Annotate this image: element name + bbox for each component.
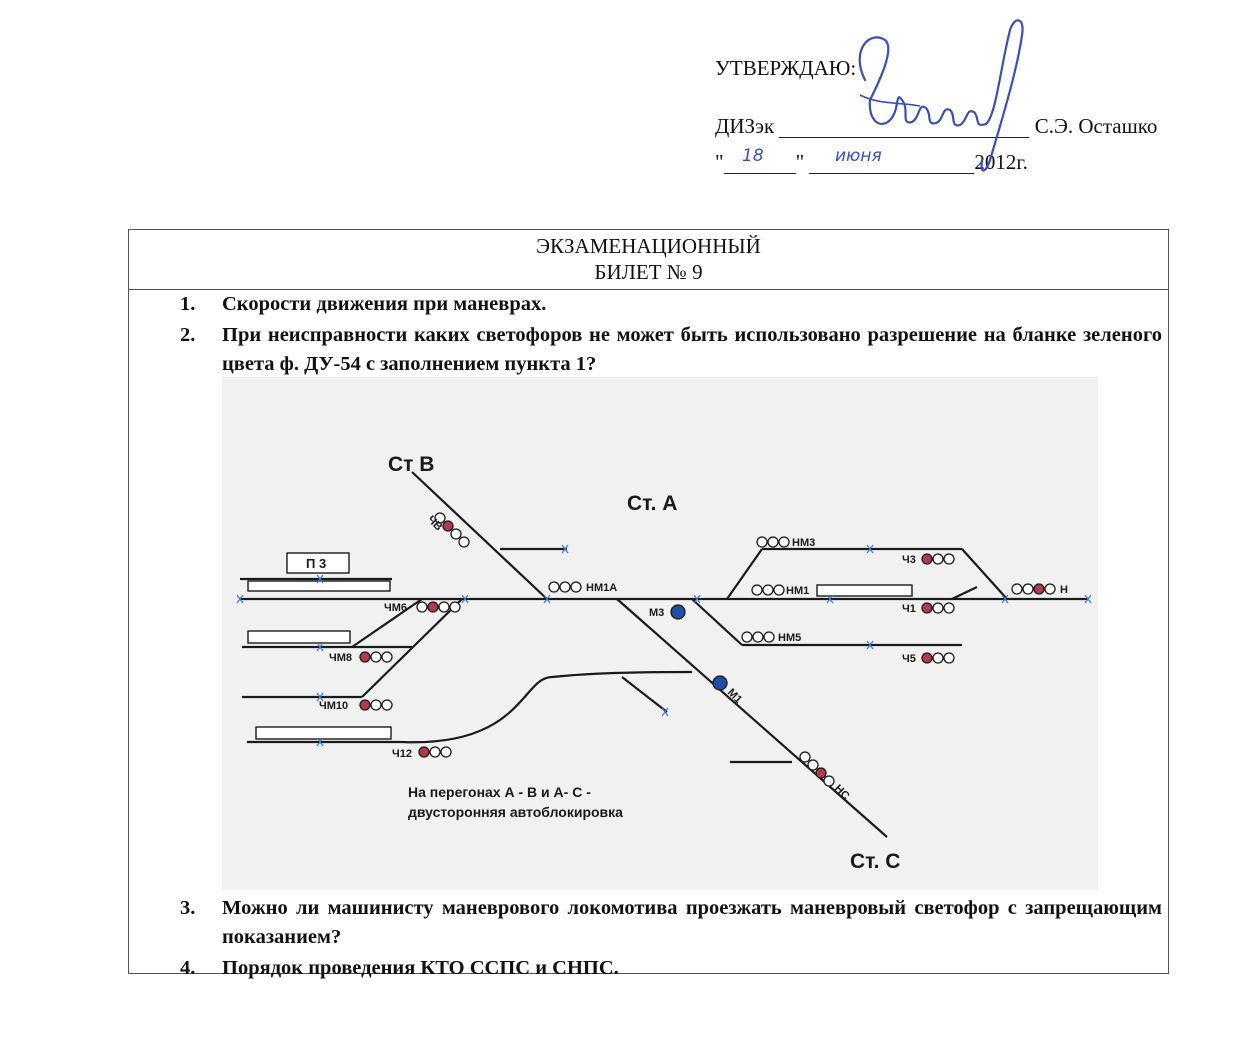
label-n: Н (1060, 584, 1068, 596)
signal-chm6 (416, 601, 461, 613)
switch-line-left-2 (351, 598, 423, 648)
label-station-b: Ст В (388, 453, 434, 476)
signal-nm1a (548, 581, 582, 593)
date-month-line (809, 152, 975, 174)
switch-line-right-1 (726, 548, 763, 600)
label-m1: М1 (725, 687, 744, 706)
track-diagram-svg: Ст В Ст. А Ст. С На перегонах А - В и А-… (236, 453, 1092, 873)
label-nc: НС (832, 783, 852, 803)
signal-ch12 (418, 746, 452, 758)
exam-ticket: ЭКЗАМЕНАЦИОННЫЙ БИЛЕТ № 9 (128, 229, 1169, 974)
signal-nm3 (756, 536, 790, 548)
platform-4 (816, 584, 913, 597)
tracks (240, 471, 1088, 838)
switch-line-right-2 (961, 548, 1008, 600)
signal-ch5 (921, 652, 955, 664)
date-quote-close: " (795, 150, 805, 174)
signal-ch1 (921, 602, 955, 614)
insulating-joints (236, 544, 1092, 747)
label-chm10: ЧМ10 (319, 700, 348, 712)
label-m3: М3 (649, 607, 664, 619)
signal-chm8 (359, 651, 393, 663)
dead-end-track-2 (621, 676, 668, 713)
station-track-diagram: Ст В Ст. А Ст. С На перегонах А - В и А-… (222, 377, 1098, 890)
signature-image (858, 19, 1024, 172)
platforms (247, 552, 913, 740)
signal-m1 (712, 675, 728, 691)
label-chm8: ЧМ8 (329, 652, 352, 664)
label-nm1a: НМ1А (586, 582, 617, 594)
signal-nc (799, 751, 835, 787)
date-quote-open: " (715, 150, 724, 174)
date-month-handwritten: июня (835, 146, 882, 166)
question-number: 2. (180, 324, 196, 346)
question-number: 4. (180, 957, 196, 979)
signal-chm10 (359, 699, 393, 711)
signal-nm1 (751, 584, 785, 596)
label-chm6: ЧМ6 (384, 602, 407, 614)
ticket-header: ЭКЗАМЕНАЦИОННЫЙ БИЛЕТ № 9 (129, 230, 1168, 290)
question-text: Можно ли машинисту маневрового локомотив… (222, 897, 1162, 948)
question-number: 3. (180, 897, 196, 919)
signal-ch3 (921, 553, 955, 565)
position-line: ДИЗэк С.Э. Осташко (715, 116, 1157, 138)
question-text: Скорости движения при маневрах. (222, 293, 547, 315)
position-label: ДИЗэк (715, 114, 775, 138)
ticket-title-line1: ЭКЗАМЕНАЦИОННЫЙ (536, 234, 761, 258)
date-day-line (723, 152, 796, 174)
switch-line-right-3 (691, 598, 743, 646)
p3-box (286, 552, 350, 574)
label-nm1: НМ1 (786, 585, 809, 597)
label-nm3: НМ3 (792, 537, 815, 549)
signals (359, 512, 1056, 787)
label-ch5: Ч5 (902, 653, 916, 665)
label-p3: П 3 (306, 556, 326, 571)
signal-chv (434, 512, 470, 548)
diagram-labels: Ст В Ст. А Ст. С На перегонах А - В и А-… (306, 453, 1068, 873)
platform-1 (247, 580, 391, 592)
date-day-handwritten: 18 (742, 146, 764, 166)
question-text: При неисправности каких светофоров не мо… (222, 324, 1162, 375)
track-to-station-b (411, 471, 548, 600)
ticket-title-line2: БИЛЕТ № 9 (594, 260, 703, 284)
note-line-1: На перегонах А - В и А- С - (408, 784, 591, 800)
switch-line-right-4 (951, 586, 978, 600)
question-text: Порядок проведения КТО ССПС и СНПС. (222, 957, 619, 979)
approve-label: УТВЕРЖДАЮ: (715, 56, 857, 80)
platform-2 (247, 630, 351, 644)
signal-m3 (670, 604, 686, 620)
label-nm5: НМ5 (778, 632, 801, 644)
label-station-c: Ст. С (850, 850, 900, 873)
signal-nm5 (741, 631, 775, 643)
switch-line-left-1 (361, 598, 463, 698)
track-to-station-c (616, 598, 888, 838)
curve-track-ch12 (401, 670, 693, 744)
label-ch1: Ч1 (902, 603, 916, 615)
label-station-a: Ст. А (627, 492, 677, 515)
signal-n (1011, 583, 1056, 595)
signature-line (779, 116, 1030, 138)
label-ch3: Ч3 (902, 554, 916, 566)
platform-3 (255, 726, 392, 740)
label-ch12: Ч12 (392, 748, 412, 760)
question-number: 1. (180, 293, 196, 315)
approver-name: С.Э. Осташко (1034, 114, 1158, 138)
note-line-2: двусторонняя автоблокировка (408, 804, 623, 820)
